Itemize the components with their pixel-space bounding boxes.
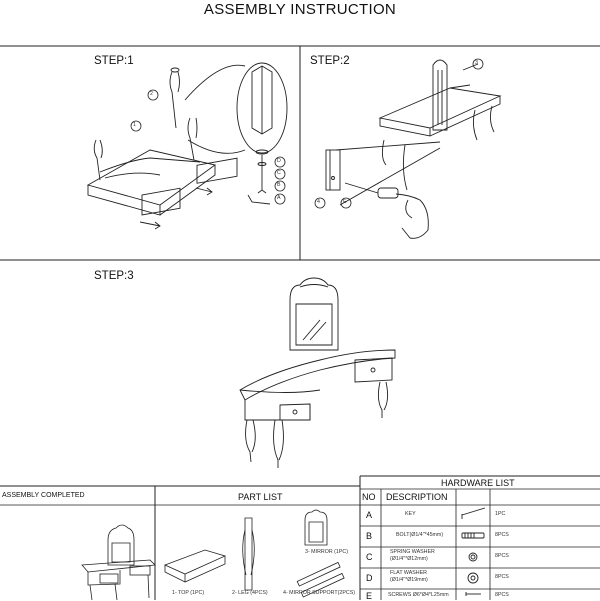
hw-row-qty-E: 8PCS [495, 592, 509, 598]
callout-D: D [277, 158, 281, 164]
callout-B: B [277, 182, 281, 188]
step3-illustration [239, 277, 396, 468]
callout-1: 1 [133, 122, 136, 128]
col-no: NO [362, 492, 376, 502]
part-item-leg: 2- LEG (4PCS) [232, 590, 268, 596]
assembly-completed-label: ASSEMBLY COMPLETED [2, 492, 85, 499]
part-list-header: PART LIST [238, 492, 283, 502]
hardware-list-header: HARDWARE LIST [441, 478, 515, 488]
step1-label: STEP:1 [94, 55, 134, 67]
hardware-icons [461, 507, 486, 596]
col-description: DESCRIPTION [386, 492, 448, 502]
hw-row-qty-D: 8PCS [495, 574, 509, 580]
hw-row-desc2-C: (Ø1/4"*Ø12mm) [390, 556, 428, 562]
callout-3: 3 [475, 60, 478, 66]
assembly-completed-thumbnail [81, 524, 156, 600]
step1-illustration [86, 62, 288, 230]
hw-row-desc-A: KEY [405, 511, 416, 517]
part-item-mirror: 3- MIRROR (1PC) [305, 549, 348, 555]
callout-E: E [343, 199, 347, 205]
hw-row-no-E: E [366, 591, 373, 601]
hw-row-desc-E: SCREWS Ø6*Ø4*L25mm [388, 592, 449, 598]
part-list-thumbnails [163, 509, 345, 598]
hw-row-desc2-D: (Ø1/4"*Ø19mm) [390, 577, 428, 583]
hw-row-desc-C: SPRING WASHER [390, 549, 435, 555]
part-item-top: 1- TOP (1PC) [172, 590, 205, 596]
page-title: ASSEMBLY INSTRUCTION [203, 1, 397, 18]
callout-A: A [277, 195, 281, 201]
hw-row-qty-C: 8PCS [495, 553, 509, 559]
callout-circles [130, 58, 484, 209]
hw-row-desc-B: BOLT(Ø1/4"*45mm) [396, 532, 444, 538]
part-item-mirror-support: 4- MIRROR SUPPORT(2PCS) [283, 590, 356, 596]
hw-row-no-A: A [366, 510, 373, 520]
hw-row-no-D: D [366, 573, 373, 583]
hw-row-no-B: B [366, 531, 373, 541]
step3-label: STEP:3 [94, 270, 134, 282]
hw-row-qty-A: 1PC [495, 511, 506, 517]
hw-row-desc-D: FLAT WASHER [390, 570, 427, 576]
hw-row-qty-B: 8PCS [495, 532, 509, 538]
callout-2: 2 [150, 91, 153, 97]
callout-4: 4 [317, 199, 320, 205]
callout-C: C [277, 170, 281, 176]
step2-illustration [325, 59, 502, 239]
step2-label: STEP:2 [310, 55, 350, 67]
hw-row-no-C: C [366, 552, 373, 562]
